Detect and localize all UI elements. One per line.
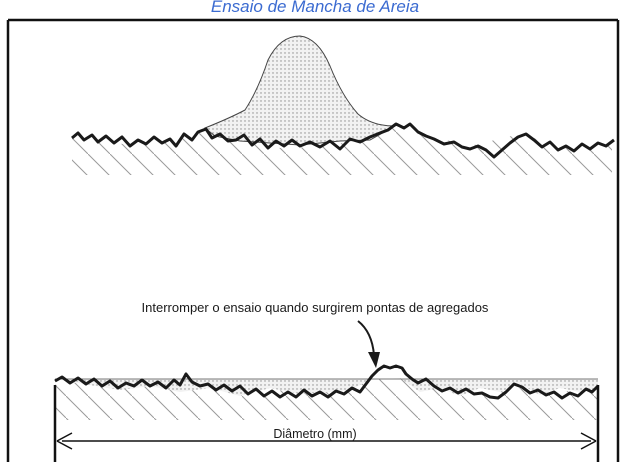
outer-frame [6,18,620,462]
annotation-text: Interromper o ensaio quando surgirem pon… [141,300,489,315]
sand-heap [204,35,397,146]
leveled-sand-diagram [54,364,600,420]
diagram-title: Ensaio de Mancha de Areia [210,0,420,16]
callout-arrow [357,320,380,368]
rough-surface-bottom [54,364,600,400]
rough-surface-top [71,122,615,159]
sand-heap-diagram [71,35,615,175]
dimension-arrow-left [56,432,73,450]
dimension-label: Diâmetro (mm) [273,427,357,441]
dimension-arrow-right [580,432,597,450]
substrate-hatch-top [72,124,612,175]
diameter-dimension [53,385,600,462]
